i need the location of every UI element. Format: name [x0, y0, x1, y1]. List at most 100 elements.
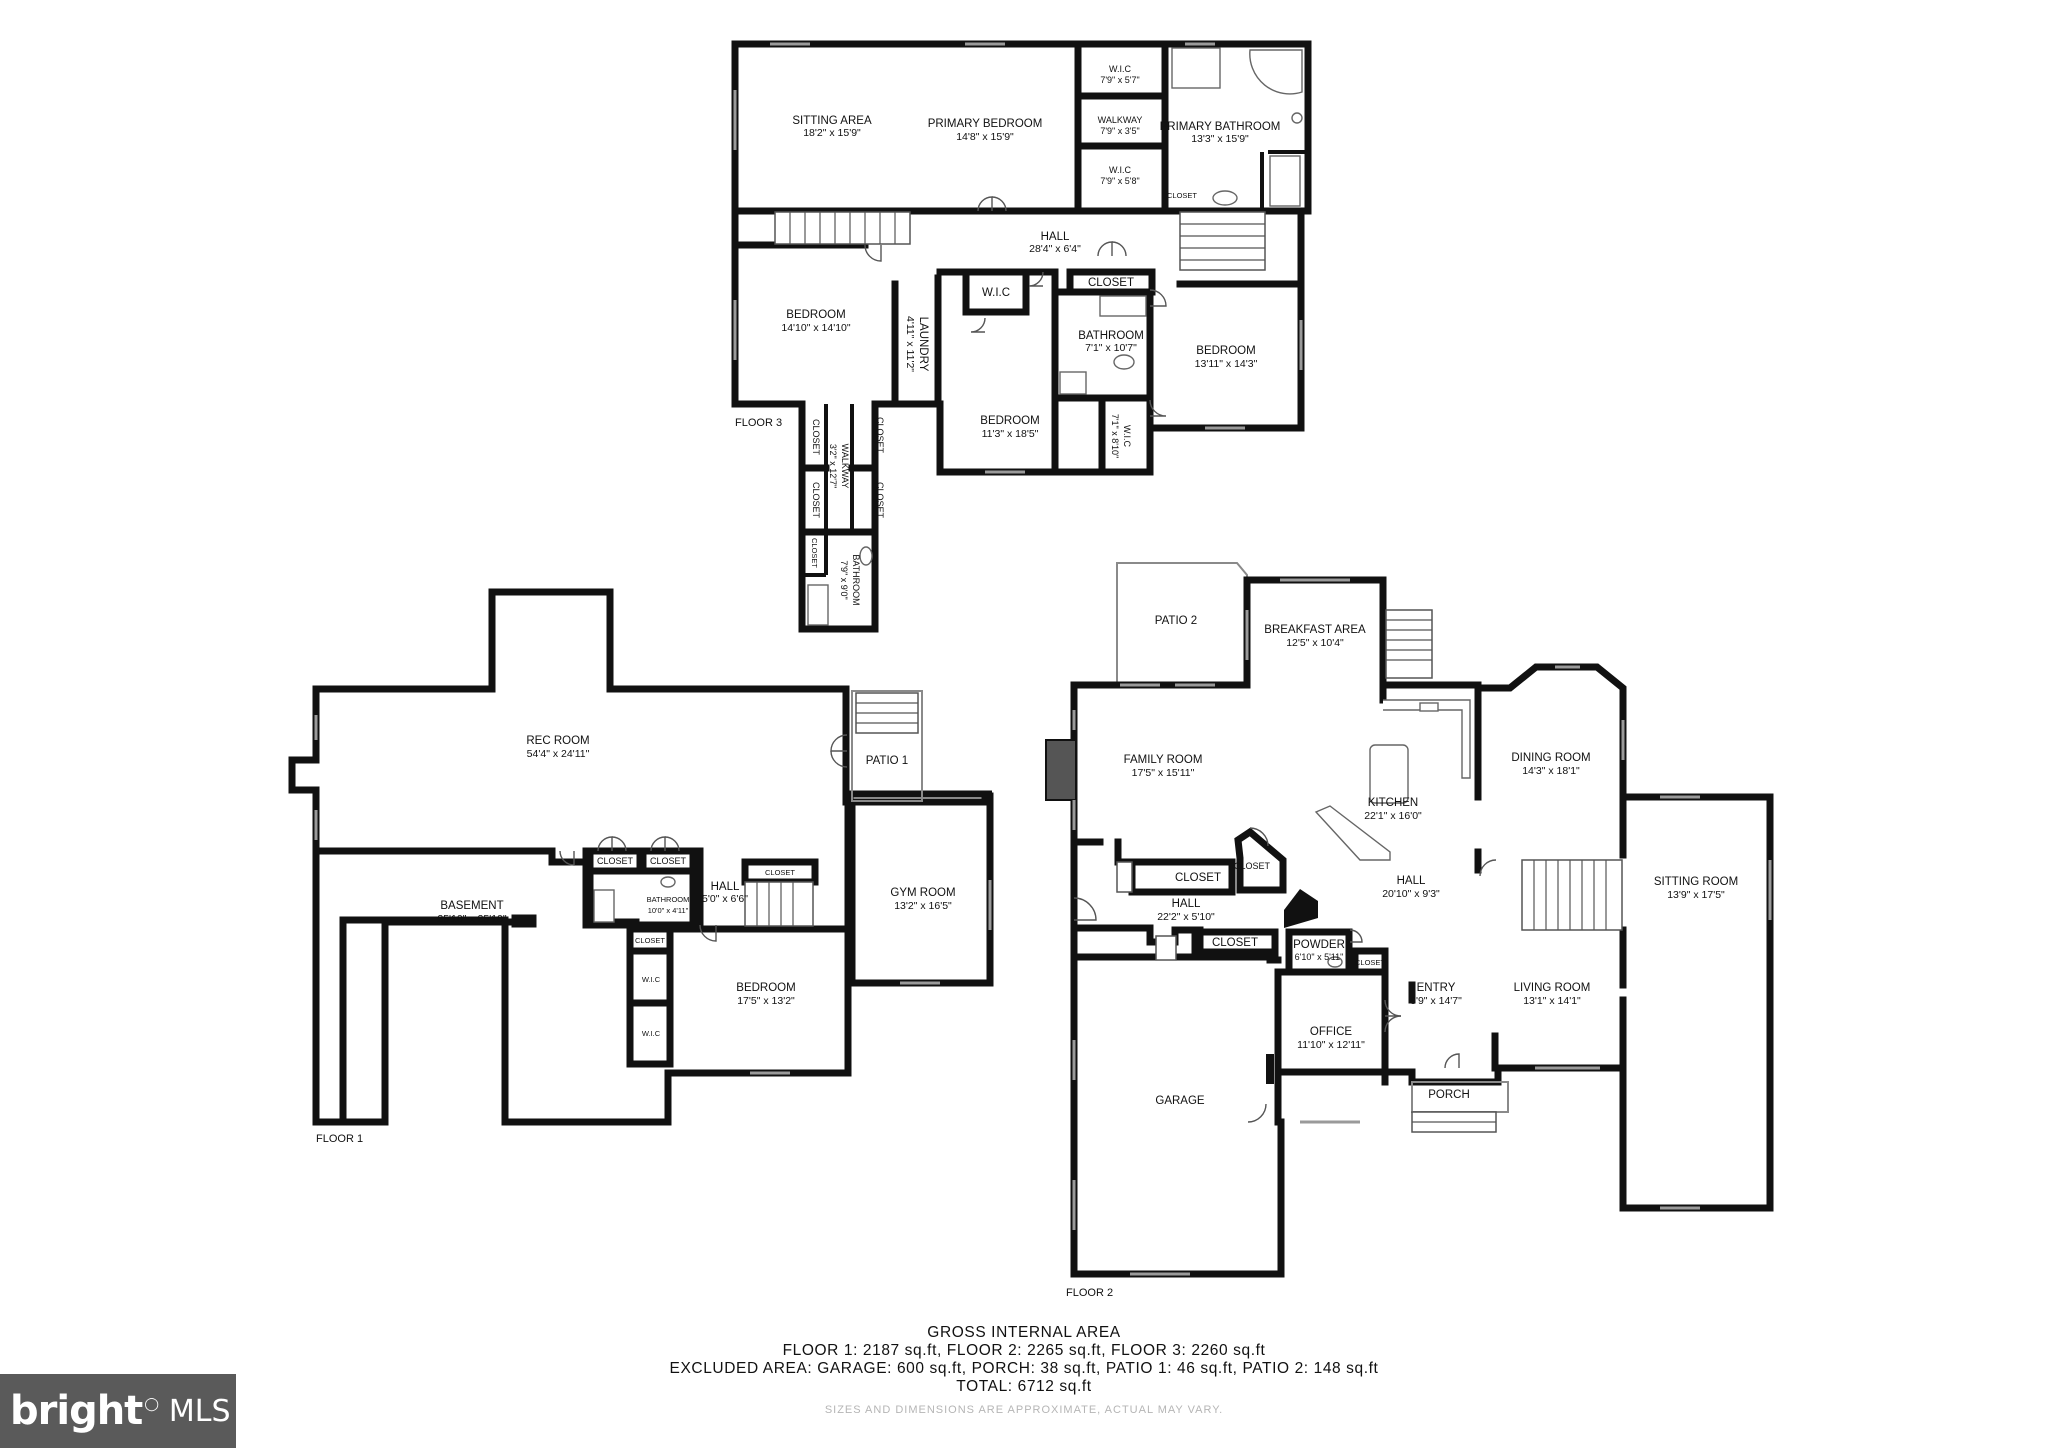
- floor-2: PATIO 2 BREAKFAST AREA 12'5" x 10'4" FAM…: [1045, 562, 1774, 1299]
- wall: [586, 867, 697, 929]
- floor-2-label: FLOOR 2: [1066, 1287, 1113, 1299]
- room-name-closet: CLOSET: [1355, 958, 1385, 967]
- wall: [689, 847, 704, 926]
- room-dim-office: 11'10" x 12'11": [1297, 1039, 1365, 1051]
- summary-excluded: EXCLUDED AREA: GARAGE: 600 sq.ft, PORCH:…: [669, 1360, 1379, 1377]
- kitchen-island: [1369, 744, 1409, 804]
- room-name-bathroom: BATHROOM: [851, 554, 861, 605]
- room-name-dining-room: DINING ROOM: [1511, 752, 1590, 764]
- laundry-label: LAUNDRY 4'11" x 11'2": [904, 316, 929, 372]
- room-name-wic: W.I.C: [642, 975, 661, 984]
- floor-1-exterior-wall: [288, 685, 388, 1126]
- room-name-closet: CLOSET: [1212, 937, 1258, 949]
- room-name-closet: CLOSET: [875, 482, 885, 519]
- column: [1284, 889, 1318, 928]
- room-dim-bathroom: 10'0" x 4'11": [648, 906, 689, 915]
- room-name-wic: W.I.C: [982, 287, 1010, 299]
- stair-treads: [789, 212, 896, 244]
- room-name-closet: CLOSET: [1167, 191, 1197, 200]
- room-dim-bedroom: 13'11" x 14'3": [1195, 358, 1258, 370]
- room-name-closet: CLOSET: [597, 856, 634, 866]
- stair-treads: [1533, 860, 1607, 930]
- shower: [1171, 47, 1221, 89]
- room-name-closet: CLOSET: [810, 538, 819, 568]
- patio: [851, 690, 923, 802]
- kitchen-counter: [1383, 699, 1471, 779]
- bathtub: [807, 584, 829, 626]
- bathtub: [1099, 295, 1147, 317]
- room-dim-gym-room: 13'2" x 16'5": [894, 900, 952, 912]
- bathtub: [1249, 49, 1303, 95]
- fireplace: [1045, 739, 1077, 801]
- floor-1-label: FLOOR 1: [316, 1133, 363, 1145]
- toilet: [1059, 371, 1087, 395]
- room-name-closet: CLOSET: [875, 417, 885, 454]
- kitchen-counter: [1314, 805, 1391, 861]
- staircase: [774, 211, 911, 245]
- walkway-label: WALKWAY 3'2" x 12'7": [828, 444, 850, 489]
- room-dim-bathroom: 7'1" x 10'7": [1085, 342, 1137, 354]
- room-name-bedroom: BEDROOM: [980, 415, 1039, 427]
- wic-vertical-label: W.I.C 7'1" x 8'10": [1110, 414, 1132, 458]
- room-dim-family-room: 17'5" x 15'11": [1132, 767, 1195, 779]
- sink: [1419, 702, 1439, 712]
- floor-3: SITTING AREA 18'2" x 15'9" PRIMARY BEDRO…: [731, 40, 1312, 633]
- doors: [1073, 827, 1497, 1123]
- sink: [660, 876, 676, 888]
- room-dim-hall: 22'2" x 5'10": [1157, 911, 1215, 923]
- room-name-hall: HALL: [1172, 898, 1201, 910]
- room-name-wic: W.I.C: [1122, 425, 1132, 447]
- closet-label: CLOSET: [811, 482, 821, 519]
- room-name-bedroom: BEDROOM: [736, 982, 795, 994]
- room-name-breakfast-area: BREAKFAST AREA: [1264, 624, 1366, 636]
- stair-treads: [756, 882, 794, 926]
- room-name-porch: PORCH: [1428, 1089, 1470, 1101]
- room-dim-kitchen: 22'1" x 16'0": [1364, 810, 1422, 822]
- room-dim-sitting-room: 13'9" x 17'5": [1667, 889, 1725, 901]
- room-dim-living-room: 13'1" x 14'1": [1523, 995, 1581, 1007]
- room-dim-hall: 20'10" x 9'3": [1382, 888, 1440, 900]
- room-dim-walkway: 7'9" x 3'5": [1100, 126, 1139, 136]
- room-name-laundry: LAUNDRY: [917, 317, 929, 372]
- column: [1266, 1054, 1274, 1084]
- staircase: [744, 881, 814, 927]
- room-name-closet: CLOSET: [650, 856, 687, 866]
- room-name-closet: CLOSET: [1234, 861, 1271, 871]
- room-name-kitchen: KITCHEN: [1368, 797, 1418, 809]
- sink: [1327, 956, 1343, 968]
- wall: [1234, 827, 1287, 894]
- closet-label: CLOSET: [875, 482, 885, 519]
- staircase: [1521, 859, 1623, 931]
- logo-mls: MLS: [168, 1393, 231, 1429]
- windows: [1072, 578, 1772, 1276]
- sink: [859, 546, 873, 566]
- sink: [1212, 190, 1238, 206]
- room-name-wic: W.I.C: [1109, 165, 1131, 175]
- bright-mls-logo: bright ◯ MLS: [0, 1374, 236, 1448]
- room-name-office: OFFICE: [1310, 1026, 1352, 1038]
- bathroom-label: BATHROOM 7'9" x 9'0": [839, 554, 861, 605]
- room-name-bathroom: BATHROOM: [1078, 330, 1144, 342]
- room-dim-basement: 25'10" x 25'10": [437, 913, 507, 925]
- room-dim-bedroom: 14'10" x 14'10": [781, 322, 851, 334]
- room-name-bathroom: BATHROOM: [647, 895, 690, 904]
- room-dim-wic: 7'1" x 8'10": [1110, 414, 1120, 458]
- room-name-sitting-room: SITTING ROOM: [1654, 876, 1738, 888]
- room-name-gym-room: GYM ROOM: [890, 887, 955, 899]
- room-name-entry: ENTRY: [1417, 982, 1456, 994]
- room-dim-walkway: 3'2" x 12'7": [828, 444, 838, 488]
- room-dim-dining-room: 14'3" x 18'1": [1522, 765, 1580, 777]
- room-dim-entry: 8'9" x 14'7": [1410, 995, 1462, 1007]
- vanity: [1269, 155, 1301, 207]
- room-name-bedroom: BEDROOM: [786, 309, 845, 321]
- room-dim-breakfast-area: 12'5" x 10'4": [1286, 637, 1344, 649]
- stair-treads: [1386, 619, 1432, 661]
- room-dim-sitting-area: 18'2" x 15'9": [803, 127, 861, 139]
- stair-treads: [856, 702, 918, 724]
- room-dim-primary-bedroom: 14'8" x 15'9": [956, 131, 1014, 143]
- room-name-hall: HALL: [1397, 875, 1426, 887]
- room-name-closet: CLOSET: [1175, 872, 1221, 884]
- area-summary: GROSS INTERNAL AREA FLOOR 1: 2187 sq.ft,…: [574, 1324, 1474, 1396]
- doors: [559, 734, 848, 942]
